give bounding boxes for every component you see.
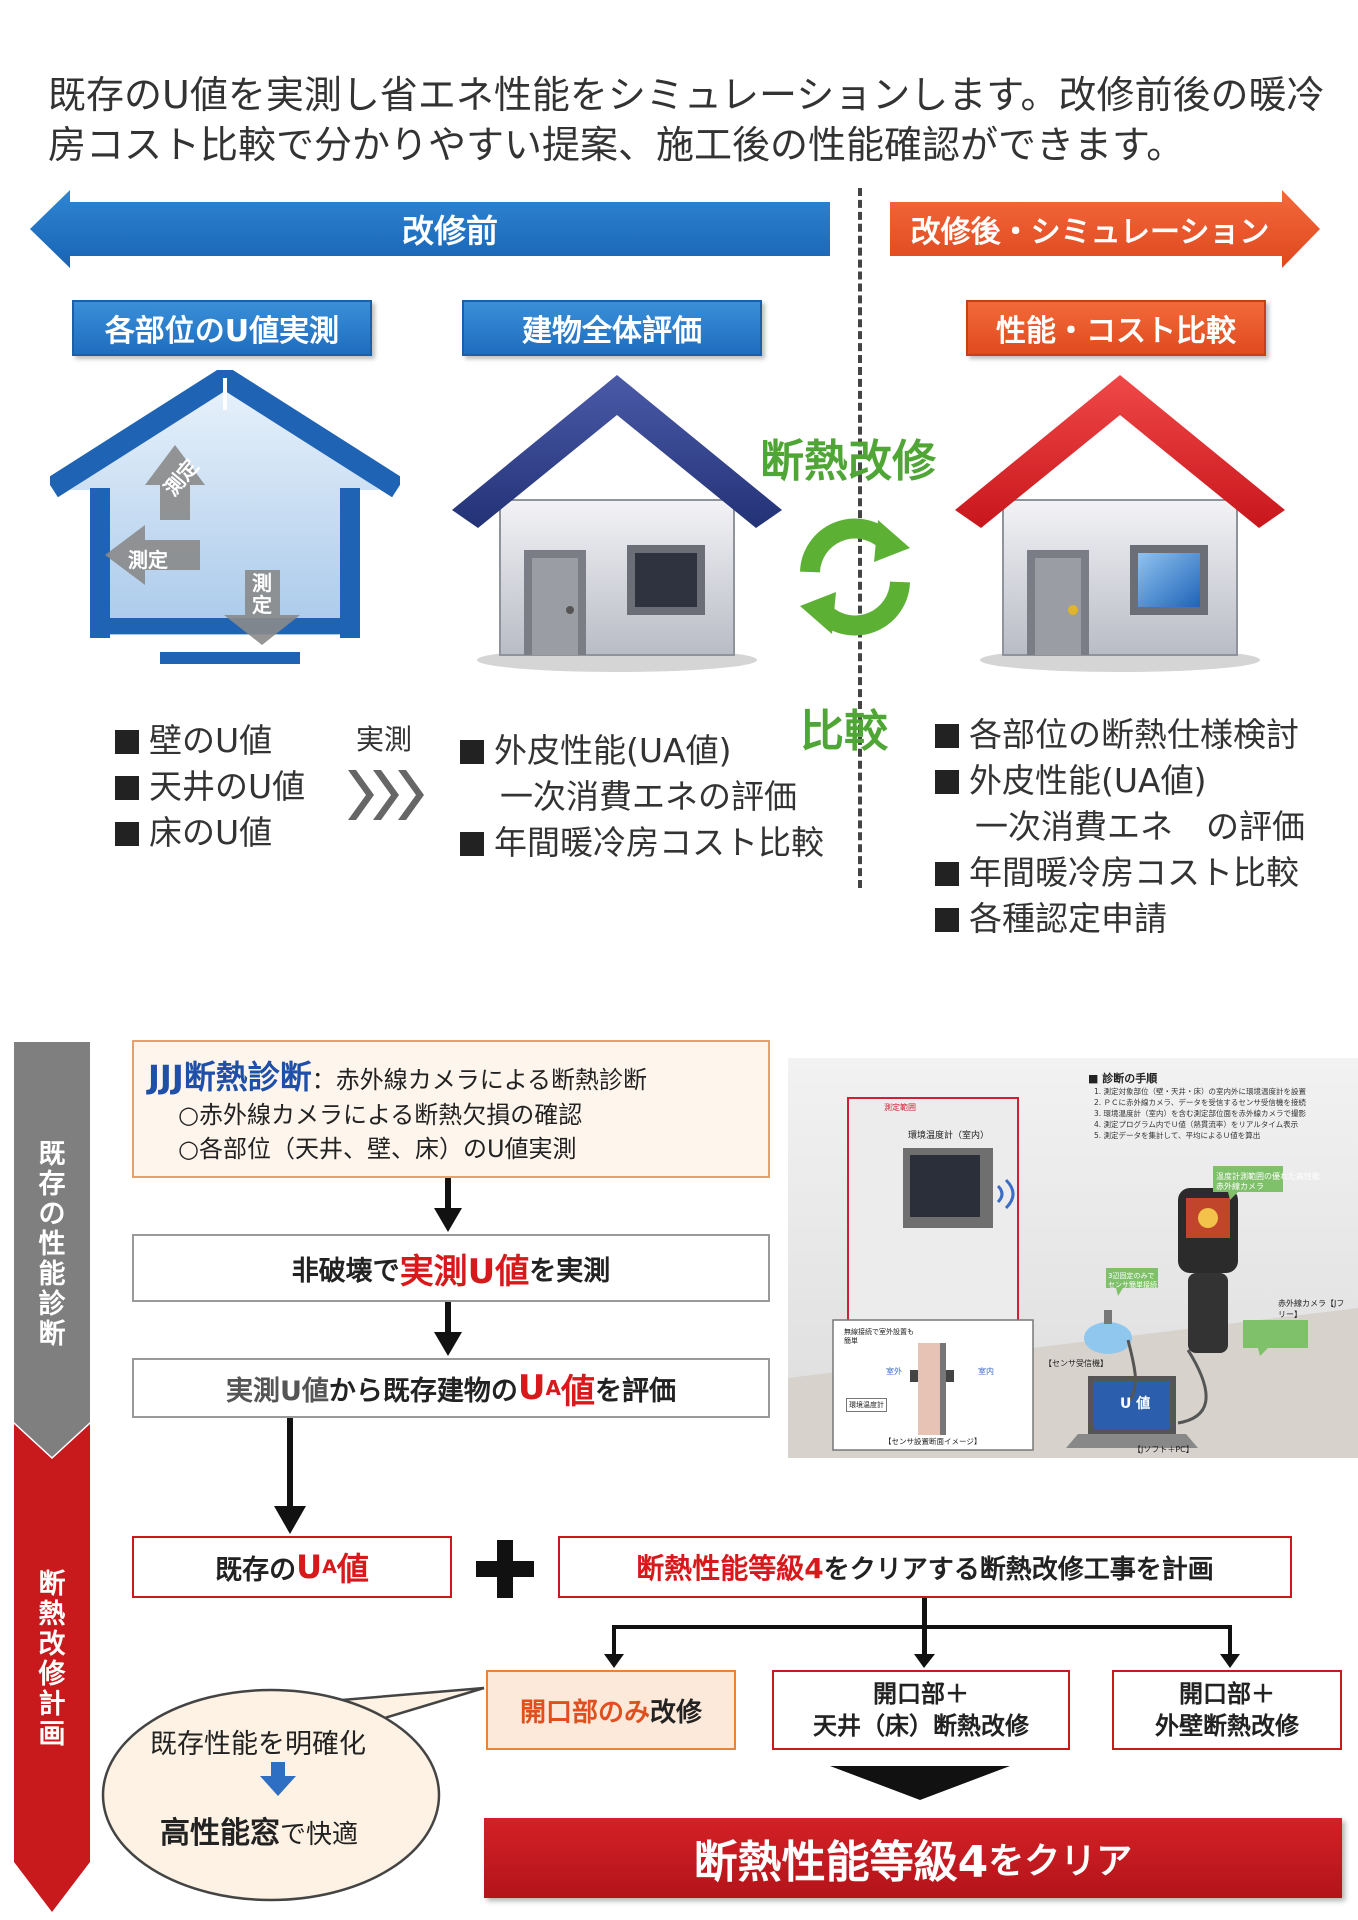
- env-thermo-label: 環境温度計: [846, 1398, 887, 1412]
- evaluation-list: 外皮性能(UA値) 一次消費エネの評価 年間暖冷房コスト比較: [460, 728, 824, 866]
- intro-line-1: 既存のU値を実測し省エネ性能をシミュレーションします。改修前後の暖冷: [48, 73, 1325, 117]
- list-item: 各種認定申請: [969, 899, 1167, 938]
- before-arrow: [30, 190, 830, 268]
- outdoor-label: 室外: [886, 1367, 902, 1376]
- list-item: 年間暖冷房コスト比較: [969, 853, 1299, 892]
- list-item: 一次消費エネの評価: [500, 777, 797, 816]
- bubble-line-2: 高性能窓で快適: [160, 1816, 359, 1851]
- intro-text: 既存のU値を実測し省エネ性能をシミュレーションします。改修前後の暖冷 房コスト比…: [48, 70, 1328, 170]
- plus-icon: [476, 1540, 534, 1598]
- measurement-house-icon: [50, 370, 400, 664]
- camera-label: 赤外線カメラ【Jフリー】: [1278, 1299, 1345, 1319]
- diagnosis-box: JJJ断熱診断：赤外線カメラによる断熱診断 ○赤外線カメラによる断熱欠損の確認 …: [132, 1040, 770, 1178]
- header-evaluate: 建物全体評価: [462, 300, 762, 356]
- side-label-plan: 断熱改 修計画: [38, 1569, 66, 1750]
- option-openings-only: 開口部のみ改修: [486, 1670, 736, 1750]
- branch-connector: [604, 1598, 1240, 1668]
- diagnosis-line-1: ○赤外線カメラによる断熱欠損の確認: [178, 1101, 583, 1129]
- option-openings-ceiling: 開口部＋天井（床）断熱改修: [772, 1670, 1070, 1750]
- triple-chevron-icon: [348, 770, 424, 820]
- speech-bubble: [101, 1686, 485, 1902]
- list-item: 壁のU値: [115, 718, 305, 764]
- area-label: 測定範囲: [884, 1103, 916, 1112]
- diagnosis-desc: 赤外線カメラによる断熱診断: [335, 1066, 648, 1094]
- down-arrow-icon: [434, 1302, 462, 1356]
- before-arrow-label: 改修前: [401, 212, 498, 250]
- indoor-label: 室内: [978, 1367, 994, 1376]
- diagnosis-line-2: ○各部位（天井、壁、床）のU値実測: [178, 1135, 577, 1163]
- cycle-arrows-icon: [800, 518, 910, 636]
- option-openings-wall: 開口部＋外壁断熱改修: [1112, 1670, 1342, 1750]
- down-arrow-icon: [434, 1178, 462, 1232]
- diagnosis-brand: JJJ断熱診断: [148, 1058, 312, 1096]
- procedure-title: ■ 診断の手順: [1088, 1072, 1158, 1085]
- thermometer-label: 環境温度計（室内）: [908, 1131, 990, 1141]
- list-item: 一次消費エネ の評価: [975, 807, 1305, 846]
- blue-roof-house-icon: [452, 375, 782, 672]
- after-arrow: [890, 190, 1320, 268]
- outdoor-note: 無線接続で室外設置も簡単: [844, 1328, 914, 1345]
- list-item: 天井のU値: [115, 764, 305, 810]
- intro-line-2: 房コスト比較で分かりやすい提案、施工後の性能確認ができます。: [48, 123, 1185, 167]
- measure-label-floor: 測定: [252, 571, 272, 617]
- list-item: 外皮性能(UA値): [494, 731, 732, 770]
- bubble-line-1: 既存性能を明確化: [150, 1729, 366, 1760]
- u-value-screen: U 値: [1120, 1396, 1151, 1412]
- camera-note: 温度計測範囲の優れた高性能赤外線カメラ: [1216, 1172, 1320, 1191]
- measure-arrow-label: 実測: [356, 723, 413, 756]
- retrofit-label: 断熱改修: [760, 436, 936, 487]
- illustration-graphics: [788, 1097, 1358, 1458]
- down-arrow-icon: [260, 1762, 296, 1796]
- list-item: 年間暖冷房コスト比較: [494, 823, 824, 862]
- measured-items-list: 壁のU値 天井のU値 床のU値: [115, 718, 305, 856]
- side-label-diagnosis: 既存の 性能診 断: [38, 1139, 66, 1350]
- step-measure-box: 非破壊で実測U値を実測: [132, 1234, 770, 1302]
- red-roof-house-icon: [955, 375, 1285, 672]
- list-item: 各部位の断熱仕様検討: [969, 715, 1299, 754]
- section-label: 【センサ設置断面イメージ】: [884, 1437, 982, 1446]
- comparison-label: 比較: [800, 706, 888, 757]
- measure-label-wall: 測定: [128, 548, 168, 572]
- comparison-list: 各部位の断熱仕様検討 外皮性能(UA値) 一次消費エネ の評価 年間暖冷房コスト…: [935, 712, 1305, 942]
- list-item: 床のU値: [115, 810, 305, 856]
- header-measure: 各部位のU値実測: [72, 300, 372, 356]
- sensor-note: 3辺固定のみでセンサ簡単接続: [1108, 1272, 1157, 1289]
- receiver-label: 【センサ受信機】: [1044, 1359, 1108, 1368]
- software-label: 【Jソフト＋PC】: [1133, 1445, 1194, 1454]
- after-arrow-label: 改修後・シミュレーション: [910, 215, 1270, 250]
- down-arrow-icon: [274, 1418, 306, 1534]
- down-chevron-icon: [830, 1766, 1010, 1800]
- list-item: 外皮性能(UA値): [969, 761, 1207, 800]
- side-flow-bar: [14, 1042, 90, 1912]
- header-compare: 性能・コスト比較: [966, 300, 1266, 356]
